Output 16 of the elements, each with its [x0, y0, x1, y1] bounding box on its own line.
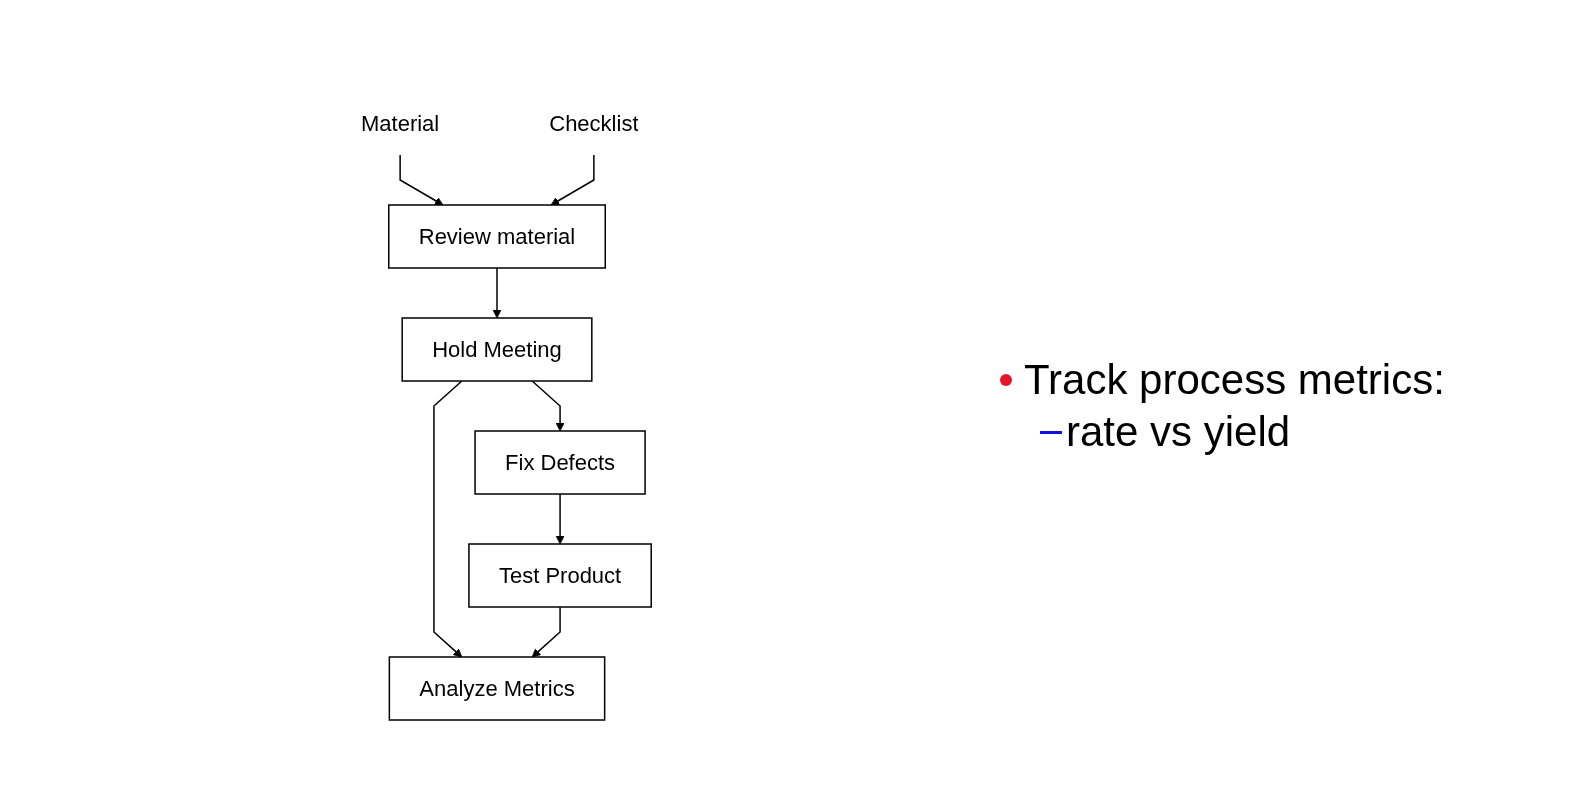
- arrow: [433, 380, 463, 658]
- arrow: [492, 267, 502, 319]
- arrow: [531, 380, 565, 432]
- arrow: [399, 154, 444, 206]
- node-text: Checklist: [549, 111, 639, 136]
- node-box: Fix Defects: [474, 430, 647, 495]
- arrow: [532, 606, 562, 658]
- arrow: [555, 493, 565, 545]
- sub-bullet-text: rate vs yield: [1066, 408, 1291, 456]
- bullet-text: Track process metrics:: [1024, 356, 1445, 404]
- node-box: Analyze Metrics: [388, 656, 606, 721]
- node-box: Test Product: [468, 543, 653, 608]
- node-box: Review material: [388, 204, 607, 269]
- arrow: [550, 154, 595, 206]
- node-text: Material: [361, 111, 440, 136]
- node-box: Hold Meeting: [401, 317, 593, 382]
